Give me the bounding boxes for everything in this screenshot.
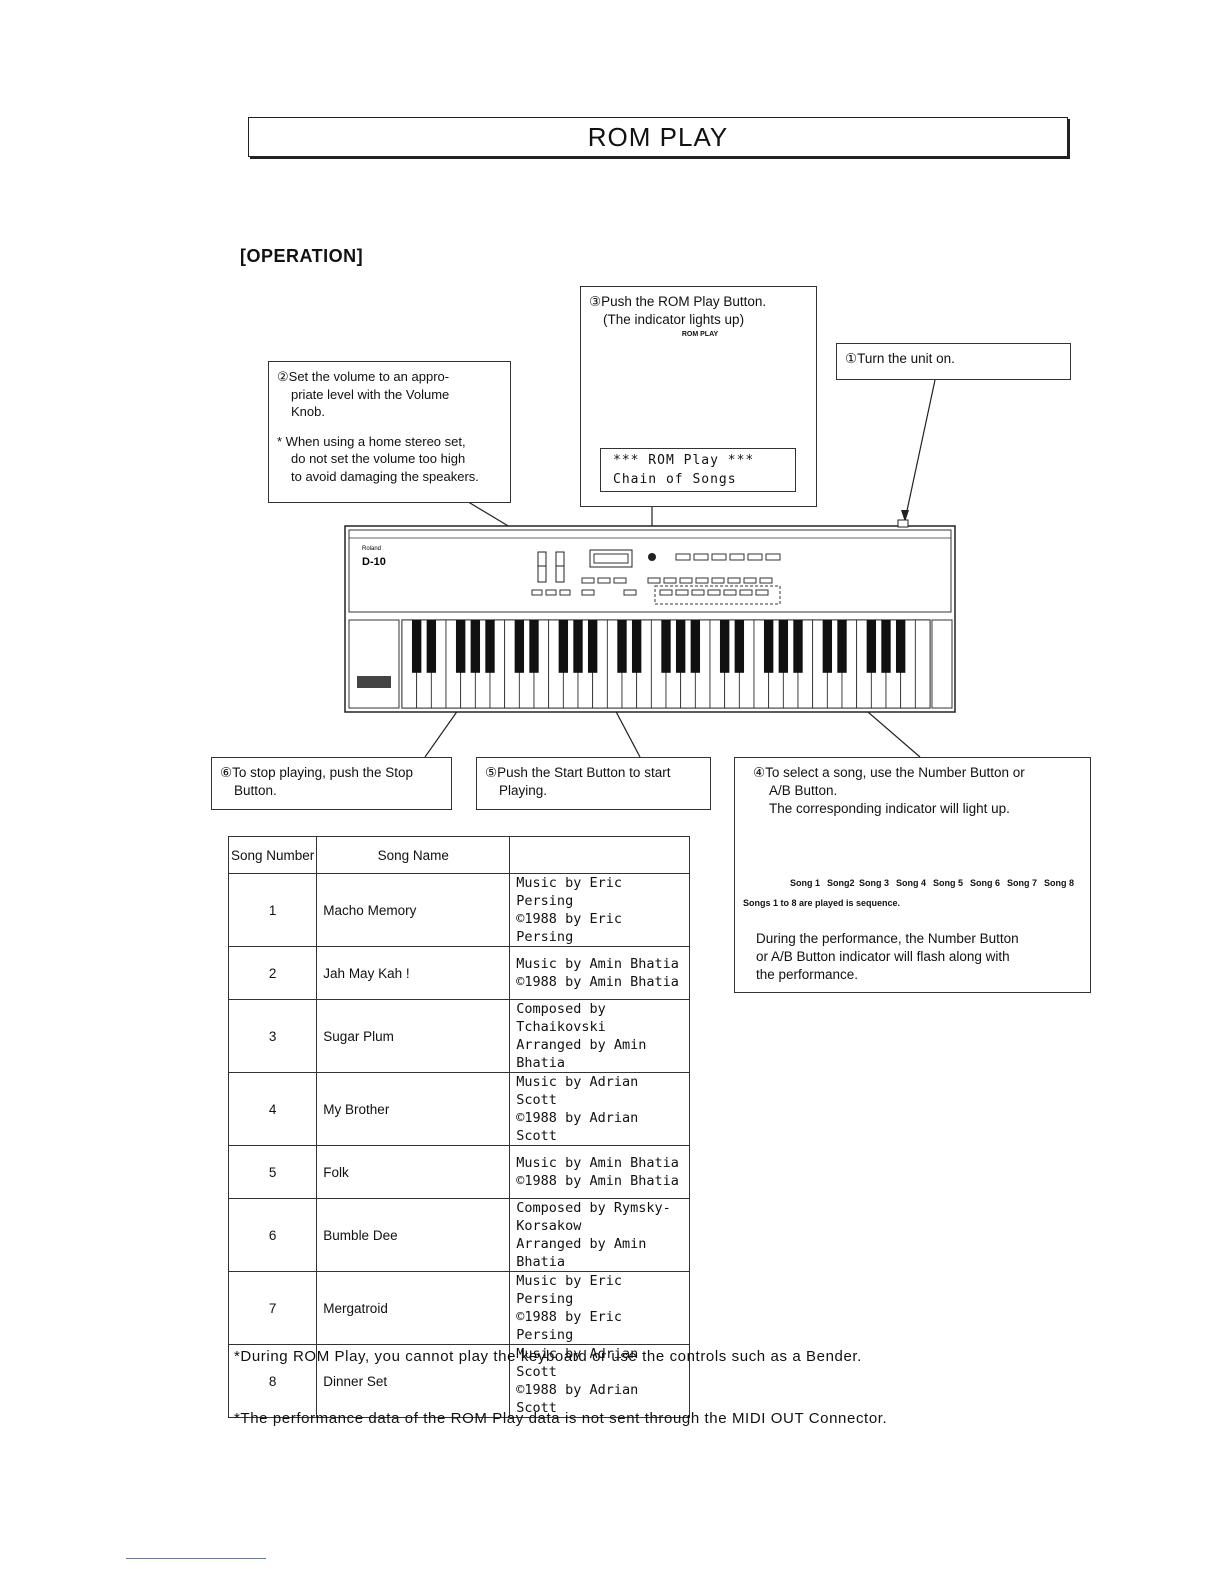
black-key bbox=[587, 620, 598, 673]
black-key bbox=[426, 620, 437, 673]
header-song-number: Song Number bbox=[227, 836, 318, 874]
callout-step2: ②Set the volume to an appro- priate leve… bbox=[268, 361, 511, 503]
svg-text:D-10: D-10 bbox=[362, 556, 386, 568]
white-key bbox=[914, 619, 931, 709]
song-button-label: Song 7 bbox=[1007, 878, 1038, 888]
header-song-name: Song Name bbox=[316, 836, 511, 874]
song-labels-row: Song 1 Song2 Song 3 Song 4 Song 5 Song 6 Song … bbox=[790, 878, 1090, 888]
synth-illustration: D-10 Roland bbox=[344, 519, 956, 713]
black-key bbox=[866, 620, 877, 673]
table-header-row: Song Number Song Name bbox=[227, 836, 690, 874]
song-name: Sugar Plum bbox=[316, 999, 511, 1073]
note-rom-play-keyboard: *During ROM Play, you cannot play the ke… bbox=[234, 1348, 862, 1365]
step4-performance-note: During the performance, the Number Butto… bbox=[756, 931, 1019, 982]
header-credit bbox=[509, 836, 690, 874]
black-key bbox=[485, 620, 495, 673]
song-credit: Music by Eric Persing©1988 by Eric Persi… bbox=[509, 1271, 690, 1345]
song-credit: Music by Adrian Scott©1988 by Adrian Sco… bbox=[509, 1344, 690, 1418]
callout-step6: ⑥To stop playing, push the Stop Button. bbox=[211, 757, 452, 810]
callout-step5: ⑤Push the Start Button to start Playing. bbox=[476, 757, 711, 810]
black-key bbox=[793, 620, 803, 673]
black-key bbox=[573, 620, 583, 673]
black-key bbox=[470, 620, 481, 673]
callout-step4: ④To select a song, use the Number Button… bbox=[734, 757, 1091, 993]
song-number: 7 bbox=[227, 1271, 318, 1345]
arrowhead-power bbox=[901, 510, 909, 522]
black-key bbox=[661, 620, 671, 673]
black-key bbox=[617, 620, 627, 673]
song-number: 3 bbox=[227, 999, 318, 1073]
songs-sequence-note: Songs 1 to 8 are played is sequence. bbox=[743, 898, 901, 908]
song-name: Dinner Set bbox=[316, 1344, 511, 1418]
song-button-label: Song 1 bbox=[790, 878, 821, 888]
song-name: Jah May Kah ! bbox=[316, 946, 511, 1000]
leader-line-power bbox=[904, 379, 936, 521]
black-key bbox=[822, 620, 833, 673]
black-key bbox=[529, 620, 539, 673]
black-key bbox=[734, 620, 745, 673]
song-button-label: Song 5 bbox=[933, 878, 964, 888]
black-key bbox=[778, 620, 789, 673]
song-button-label: Song 6 bbox=[970, 878, 1001, 888]
black-key bbox=[763, 620, 774, 673]
song-number: 8 bbox=[227, 1344, 318, 1418]
song-credit: Music by Amin Bhatia©1988 by Amin Bhatia bbox=[509, 946, 690, 1000]
note-midi-out: *The performance data of the ROM Play da… bbox=[234, 1410, 888, 1427]
black-key bbox=[514, 620, 525, 673]
black-key bbox=[719, 620, 730, 673]
lcd-display: *** ROM Play *** Chain of Songs bbox=[600, 448, 796, 492]
lcd-line-1: *** ROM Play *** bbox=[613, 453, 755, 468]
song-number: 5 bbox=[227, 1145, 318, 1199]
song-credit: Music by Amin Bhatia©1988 by Amin Bhatia bbox=[509, 1145, 690, 1199]
black-key bbox=[895, 620, 906, 673]
black-key bbox=[881, 620, 891, 673]
song-name: Macho Memory bbox=[316, 873, 511, 947]
song-number: 2 bbox=[227, 946, 318, 1000]
song-number: 1 bbox=[227, 873, 318, 947]
page-title-box: ROM PLAY bbox=[248, 117, 1068, 157]
black-key bbox=[455, 620, 466, 673]
song-button-label: Song 4 bbox=[896, 878, 927, 888]
black-key bbox=[558, 620, 569, 673]
black-key bbox=[690, 620, 701, 673]
callout-step3: ③Push the ROM Play Button. (The indicato… bbox=[580, 286, 817, 507]
song-name: Mergatroid bbox=[316, 1271, 511, 1345]
song-credit: Music by Eric Persing©1988 by Eric Persi… bbox=[509, 873, 690, 947]
song-name: My Brother bbox=[316, 1072, 511, 1146]
song-number: 6 bbox=[227, 1198, 318, 1272]
song-button-label: Song 8 bbox=[1044, 878, 1075, 888]
song-name: Bumble Dee bbox=[316, 1198, 511, 1272]
song-button-label: Song2 bbox=[827, 878, 855, 888]
page-title: ROM PLAY bbox=[587, 121, 729, 152]
black-key bbox=[411, 620, 422, 673]
black-key bbox=[837, 620, 847, 673]
rom-play-label: ROM PLAY bbox=[681, 331, 719, 338]
song-name: Folk bbox=[316, 1145, 511, 1199]
footer-rule bbox=[126, 1558, 266, 1559]
section-heading: [OPERATION] bbox=[240, 246, 364, 266]
callout-step1: ①Turn the unit on. bbox=[836, 343, 1071, 380]
lcd-line-2: Chain of Songs bbox=[613, 472, 737, 487]
song-credit: Music by Adrian Scott©1988 by Adrian Sco… bbox=[509, 1072, 690, 1146]
black-key bbox=[675, 620, 686, 673]
song-button-label: Song 3 bbox=[859, 878, 890, 888]
song-number: 4 bbox=[227, 1072, 318, 1146]
black-key bbox=[631, 620, 642, 673]
svg-text:Roland: Roland bbox=[362, 546, 381, 552]
